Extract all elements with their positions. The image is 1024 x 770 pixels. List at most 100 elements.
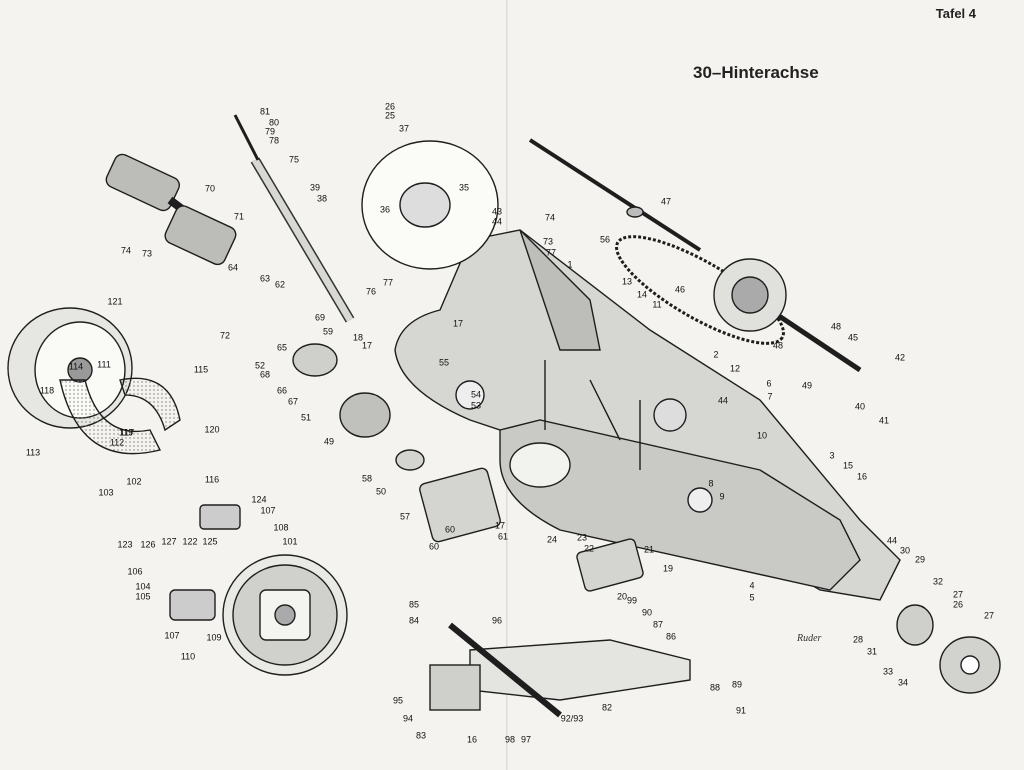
part-callout: 17 [494, 520, 506, 531]
part-callout: 2 [713, 349, 719, 360]
artist-signature: Ruder [797, 633, 822, 644]
part-callout: 43 [491, 206, 503, 217]
part-callout: 96 [491, 615, 503, 626]
part-callout: 112 [109, 437, 125, 448]
part-callout: 88 [709, 682, 721, 693]
part-callout: 116 [204, 474, 220, 485]
part-callout: 61 [497, 531, 509, 542]
part-callout: 94 [402, 713, 414, 724]
brake-cylinder [169, 504, 241, 621]
part-callout: 91 [735, 705, 747, 716]
part-callout: 39 [309, 182, 321, 193]
part-callout: 118 [39, 385, 55, 396]
part-callout: 97 [520, 734, 532, 745]
part-callout: 5 [749, 592, 755, 603]
part-callout: 12 [729, 363, 741, 374]
part-callout: 21 [643, 544, 655, 555]
part-callout: 28 [852, 634, 864, 645]
part-callout: 105 [135, 591, 151, 602]
part-callout: 26 [952, 599, 964, 610]
part-callout: 70 [204, 183, 216, 194]
part-callout: 76 [365, 286, 377, 297]
brake-backing-plate [222, 554, 348, 676]
brake-drum [7, 307, 133, 429]
part-callout: 32 [932, 576, 944, 587]
part-callout: 3 [829, 450, 835, 461]
part-callout: 16 [856, 471, 868, 482]
part-callout: 62 [274, 279, 286, 290]
part-callout: 77 [382, 277, 394, 288]
part-callout: 74 [120, 245, 132, 256]
part-callout: 60 [428, 541, 440, 552]
part-callout: 78 [268, 135, 280, 146]
part-callout: 63 [259, 273, 271, 284]
part-callout: 75 [288, 154, 300, 165]
drive-chain [615, 235, 787, 345]
part-callout: 92/93 [560, 713, 584, 724]
part-callout: 27 [983, 610, 995, 621]
part-callout: 67 [287, 396, 299, 407]
part-callout: 47 [660, 196, 672, 207]
part-callout: 103 [98, 487, 114, 498]
part-callout: 124 [251, 494, 267, 505]
part-callout: 16 [466, 734, 478, 745]
part-callout: 11 [652, 299, 662, 310]
part-callout: 10 [756, 430, 768, 441]
part-callout: 73 [141, 248, 153, 259]
part-callout: 114 [68, 361, 84, 372]
part-callout: 80 [268, 117, 280, 128]
part-callout: 127 [161, 536, 177, 547]
part-callout: 20 [616, 591, 628, 602]
part-callout: 40 [854, 401, 866, 412]
part-callout: 98 [504, 734, 516, 745]
wheel-hub [896, 604, 1001, 694]
part-callout: 30 [899, 545, 911, 556]
part-callout: 31 [866, 646, 878, 657]
part-callout: 73 [542, 236, 554, 247]
part-callout: 17 [452, 318, 464, 329]
part-callout: 77 [545, 247, 557, 258]
part-callout: 59 [322, 326, 334, 337]
part-callout: 56 [599, 234, 611, 245]
part-callout: 71 [233, 211, 245, 222]
part-callout: 85 [408, 599, 420, 610]
part-callout: 49 [801, 380, 813, 391]
part-callout: 115 [193, 364, 209, 375]
part-callout: 123 [117, 539, 133, 550]
part-callout: 17 [361, 340, 373, 351]
part-callout: 44 [886, 535, 898, 546]
part-callout: 53 [470, 400, 482, 411]
part-callout: 113 [25, 447, 41, 458]
universal-joint [105, 153, 237, 266]
part-callout: 102 [126, 476, 142, 487]
part-callout: 104 [135, 581, 151, 592]
part-callout: 82 [601, 702, 613, 713]
part-callout: 15 [842, 460, 854, 471]
part-callout: 90 [641, 607, 653, 618]
coupling-assembly [292, 343, 425, 471]
part-callout: 54 [470, 389, 482, 400]
part-callout: 45 [847, 332, 859, 343]
part-callout: 68 [259, 369, 271, 380]
part-callout: 119 [118, 427, 134, 438]
part-callout: 89 [731, 679, 743, 690]
part-callout: 110 [180, 651, 196, 662]
part-callout: 26 [384, 101, 396, 112]
part-callout: 50 [375, 486, 387, 497]
part-callout: 125 [202, 536, 218, 547]
part-callout: 83 [415, 730, 427, 741]
shock-absorber [233, 114, 355, 323]
part-callout: 84 [408, 615, 420, 626]
part-callout: 95 [392, 695, 404, 706]
part-callout: 25 [384, 110, 396, 121]
page-title: 30–Hinterachse [693, 63, 819, 82]
part-callout: 107 [260, 505, 276, 516]
part-callout: 36 [379, 204, 391, 215]
part-callout: 27 [952, 589, 964, 600]
swing-arm-housing [394, 229, 901, 601]
part-callout: 34 [897, 677, 909, 688]
part-callout: 8 [708, 478, 714, 489]
part-callout: 66 [276, 385, 288, 396]
